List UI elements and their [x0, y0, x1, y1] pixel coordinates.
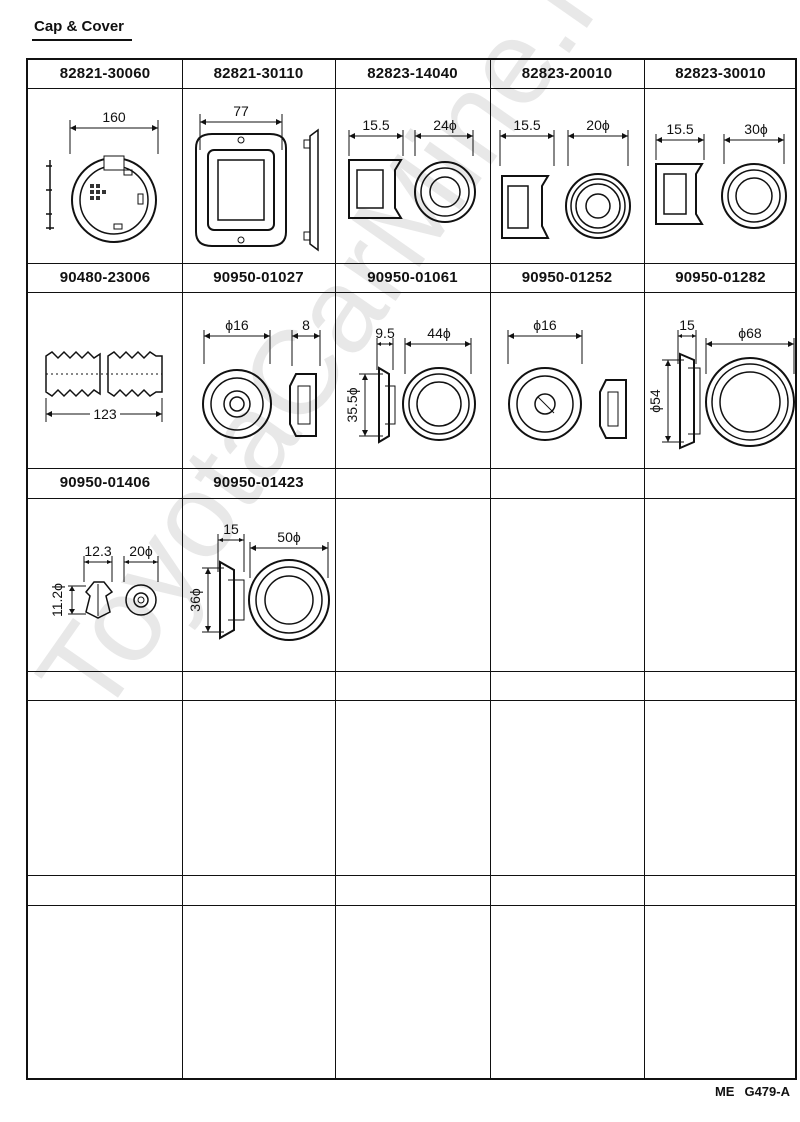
row-divider: [28, 671, 795, 672]
part-number: 90950-01282: [675, 269, 766, 286]
page-title: Cap & Cover: [34, 18, 125, 35]
part-drawing-grommet: 15.5 30ϕ: [655, 121, 787, 229]
col-divider: [182, 60, 183, 1078]
part-number: 90950-01027: [213, 269, 304, 286]
part-drawing-tube: 123: [45, 350, 163, 422]
dim-label: 15.5: [513, 117, 540, 133]
dim-label: 44ϕ: [427, 325, 451, 341]
part-drawing-grommet: 15 50ϕ 36ϕ: [187, 521, 330, 641]
dim-label: 15.5: [666, 121, 693, 137]
parts-table: 82821-30060 82821-30110 82823-14040 8282…: [26, 58, 797, 1080]
dim-label: 9.5: [375, 325, 395, 341]
footer-code: ME: [714, 1084, 735, 1099]
part-number: 82821-30110: [213, 65, 304, 82]
dim-label: 8: [302, 317, 310, 333]
footer-ref: G479-A: [744, 1084, 790, 1099]
dim-label: 123: [93, 406, 117, 422]
dim-label: ϕ54: [647, 389, 663, 413]
dim-label: 77: [233, 103, 249, 119]
part-number: 90950-01423: [213, 474, 304, 491]
part-drawing-clip: 12.3 20ϕ 11.2ϕ: [49, 543, 159, 619]
dim-label: 160: [102, 109, 126, 125]
part-number: 82821-30060: [59, 65, 151, 82]
dim-label: ϕ16: [533, 317, 557, 333]
part-number: 82823-20010: [521, 65, 613, 82]
dim-label: ϕ68: [738, 325, 762, 341]
dim-label: 30ϕ: [744, 121, 768, 137]
dim-label: 20ϕ: [586, 117, 610, 133]
part-drawing-grommet: 15 ϕ68 ϕ54: [647, 317, 795, 450]
dim-label: 24ϕ: [433, 117, 457, 133]
part-number: 82823-30010: [675, 65, 766, 82]
row-divider: [28, 88, 795, 89]
dim-label: 12.3: [84, 543, 111, 559]
part-drawing-grommet: 9.5 44ϕ 35.5ϕ: [344, 325, 476, 444]
page-footer: ME G479-A: [705, 1084, 790, 1099]
part-number: 90950-01061: [367, 269, 458, 286]
col-divider: [335, 60, 336, 1078]
part-number: 82823-14040: [367, 65, 458, 82]
dim-label: 36ϕ: [187, 588, 203, 612]
dim-label: 15.5: [362, 117, 389, 133]
row-divider: [28, 468, 795, 469]
row-divider: [28, 875, 795, 876]
dim-label: ϕ16: [225, 317, 249, 333]
dim-label: 15: [223, 521, 239, 537]
col-divider: [644, 60, 645, 1078]
dim-label: 15: [679, 317, 695, 333]
part-drawing-plug: ϕ16: [507, 317, 627, 441]
part-number: 90480-23006: [59, 269, 151, 286]
part-number: 90950-01252: [521, 269, 613, 286]
col-divider: [490, 60, 491, 1078]
part-drawing-plug: ϕ16 8: [202, 317, 321, 439]
part-drawing-grommet: 15.5 20ϕ: [499, 117, 631, 239]
dim-label: 20ϕ: [129, 543, 153, 559]
row-divider: [28, 498, 795, 499]
part-drawing-cover: 77: [195, 103, 319, 252]
dim-label: 35.5ϕ: [344, 387, 360, 422]
row-divider: [28, 905, 795, 906]
part-drawing-grommet: 15.5 24ϕ: [348, 117, 476, 223]
row-divider: [28, 700, 795, 701]
part-number: 90950-01406: [59, 474, 151, 491]
dim-label: 11.2ϕ: [49, 583, 65, 617]
dim-label: 50ϕ: [277, 529, 301, 545]
title-underline: [32, 39, 132, 41]
row-divider: [28, 292, 795, 293]
row-divider: [28, 263, 795, 264]
part-drawing-cap: 160: [46, 109, 159, 243]
